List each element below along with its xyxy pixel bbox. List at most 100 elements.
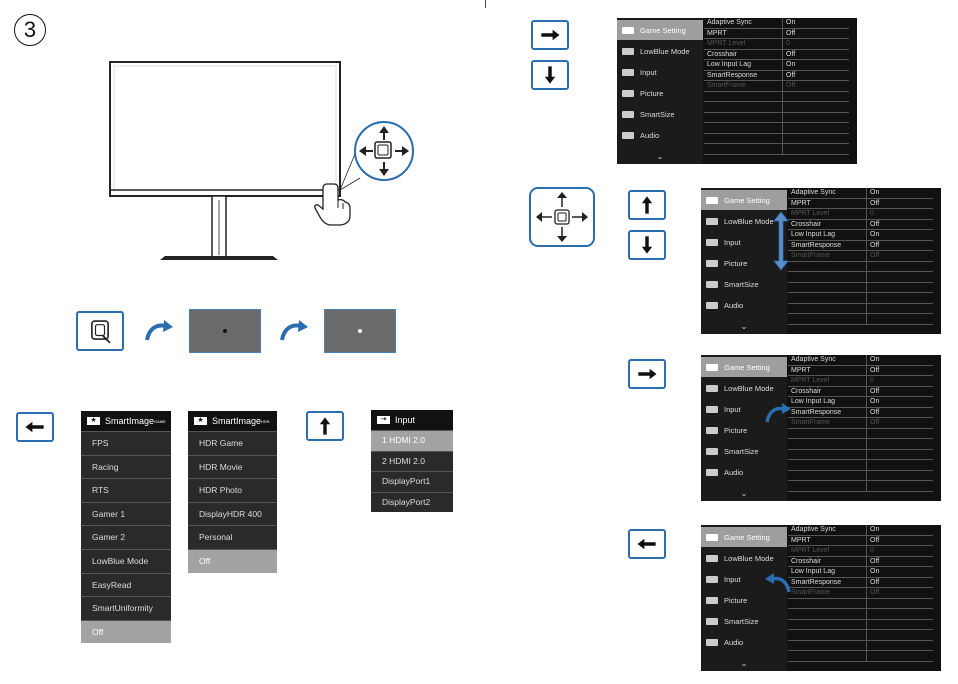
setting-label: SmartFrame <box>788 250 867 262</box>
star-icon: ★ <box>87 417 100 425</box>
step-number: 3 <box>14 14 46 46</box>
osd-nav-item[interactable]: Game Setting <box>617 20 703 40</box>
menu-category-icon <box>706 280 718 288</box>
osd-nav-item[interactable]: Input <box>701 232 787 252</box>
chevron-down-icon[interactable]: ⌄ <box>740 489 748 498</box>
menu-item[interactable]: DisplayPort2 <box>371 491 453 513</box>
osd-nav-item[interactable]: SmartSize <box>701 441 787 461</box>
osd-nav-item[interactable]: Game Setting <box>701 190 787 210</box>
menu-item[interactable]: Racing <box>81 454 171 479</box>
right-key[interactable] <box>628 359 666 389</box>
osd-row <box>704 133 849 144</box>
menu-item[interactable]: DisplayHDR 400 <box>188 501 277 526</box>
menu-item[interactable]: DisplayPort1 <box>371 471 453 492</box>
down-key[interactable] <box>531 60 569 90</box>
menu-category-icon <box>622 131 634 139</box>
osd-nav-item[interactable]: SmartSize <box>701 274 787 294</box>
osd-nav-item[interactable]: Audio <box>701 295 787 315</box>
up-key[interactable] <box>306 411 344 441</box>
menu-item[interactable]: LowBlue Mode <box>81 548 171 573</box>
chevron-down-icon[interactable]: ⌄ <box>656 152 664 161</box>
osd-nav-item[interactable]: Audio <box>701 462 787 482</box>
up-key[interactable] <box>628 190 666 220</box>
osd-nav-item[interactable]: Picture <box>701 253 787 273</box>
osd-nav-item[interactable]: LowBlue Mode <box>701 378 787 398</box>
menu-item[interactable]: HDR Movie <box>188 454 277 479</box>
setting-label: MPRT <box>788 198 867 209</box>
osd-nav-item[interactable]: Input <box>701 569 787 589</box>
menu-item[interactable]: HDR Game <box>188 431 277 455</box>
menu-item[interactable]: SmartUniformity <box>81 596 171 620</box>
menu-item[interactable]: Gamer 1 <box>81 501 171 526</box>
osd-nav-item[interactable]: LowBlue Mode <box>701 211 787 231</box>
osd-nav-item[interactable]: Game Setting <box>701 357 787 377</box>
menu-item[interactable]: EasyRead <box>81 572 171 597</box>
menu-item[interactable]: 2 HDMI 2.0 <box>371 450 453 472</box>
chevron-down-icon[interactable]: ⌄ <box>740 322 748 331</box>
osd-row <box>788 629 933 641</box>
menu-item[interactable]: Off <box>81 619 171 644</box>
menu-item[interactable]: 1 HDMI 2.0 <box>371 430 453 451</box>
osd-nav-item[interactable]: Picture <box>701 420 787 440</box>
menu-item[interactable]: RTS <box>81 478 171 502</box>
left-key[interactable] <box>628 529 666 559</box>
menu-item[interactable]: FPS <box>81 431 171 455</box>
osd-nav-item[interactable]: Audio <box>701 632 787 652</box>
menu-item[interactable]: Off <box>188 548 277 573</box>
osd-nav-item[interactable]: LowBlue Mode <box>701 548 787 568</box>
osd-nav-item[interactable]: Audio <box>617 125 703 145</box>
osd-nav-item[interactable]: Game Setting <box>701 527 787 547</box>
osd-nav-label: SmartSize <box>724 446 759 456</box>
osd-nav-item[interactable]: SmartSize <box>617 104 703 124</box>
osd-nav-item[interactable]: Input <box>617 62 703 82</box>
down-key[interactable] <box>628 230 666 260</box>
setting-value: On <box>782 59 849 71</box>
setting-label: Crosshair <box>704 49 783 60</box>
menu-category-icon <box>706 596 718 604</box>
right-key[interactable] <box>531 20 569 50</box>
osd-nav-item[interactable]: Input <box>701 399 787 419</box>
osd-nav-item[interactable]: SmartSize <box>701 611 787 631</box>
osd-nav-item[interactable]: LowBlue Mode <box>617 41 703 61</box>
osd-nav-item[interactable]: Picture <box>617 83 703 103</box>
chevron-down-icon[interactable]: ⌄ <box>740 659 748 668</box>
setting-value: Off <box>782 80 849 92</box>
menu-item[interactable]: HDR Photo <box>188 478 277 502</box>
osd-nav-item[interactable]: Picture <box>701 590 787 610</box>
left-key[interactable] <box>16 412 54 442</box>
menu-item[interactable]: Gamer 2 <box>81 525 171 549</box>
osd-nav-label: Input <box>724 404 741 414</box>
joystick-button[interactable] <box>76 311 124 351</box>
menu-item[interactable]: Personal <box>188 525 277 549</box>
